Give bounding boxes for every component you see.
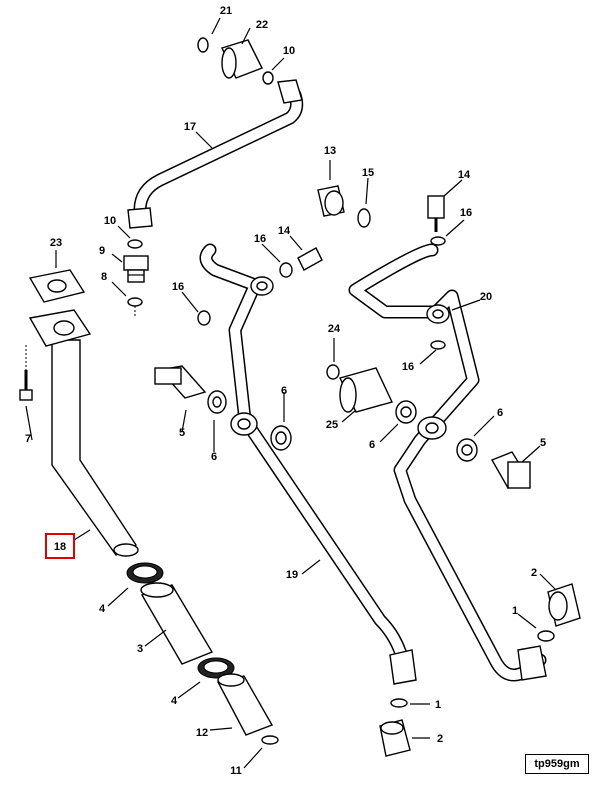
callout-3: 3 <box>137 643 143 655</box>
banjo-upper-19 <box>250 276 274 296</box>
callout-8: 8 <box>101 271 107 283</box>
callout-14-a: 14 <box>278 225 291 237</box>
seal-24 <box>326 364 340 380</box>
callout-22: 22 <box>256 19 268 31</box>
callout-4-lower: 4 <box>171 695 178 707</box>
callout-2-right: 2 <box>531 567 537 579</box>
drain-tube-18 <box>28 309 139 557</box>
adapter-2-a <box>379 719 411 757</box>
oil-supply-line-17 <box>133 88 304 217</box>
seal-21 <box>197 37 209 53</box>
callout-1-right: 1 <box>512 605 518 617</box>
bolt-14-b <box>427 195 445 232</box>
seal-6-d <box>456 438 478 462</box>
callout-16-b: 16 <box>254 233 266 245</box>
callout-25: 25 <box>326 419 338 431</box>
callout-16-d: 16 <box>402 361 414 373</box>
callout-14-b: 14 <box>458 169 471 181</box>
nut-lower-19 <box>389 649 417 685</box>
highlight-box <box>45 533 75 559</box>
fitting-12 <box>216 673 274 736</box>
banjo-lower-20 <box>417 416 447 440</box>
seal-16-c <box>430 236 446 246</box>
callout-24: 24 <box>328 323 341 335</box>
seal-6-c <box>395 400 417 424</box>
callout-10-top: 10 <box>283 45 295 57</box>
clamp-4-upper <box>126 562 164 584</box>
seal-6-b <box>270 425 292 451</box>
callout-11: 11 <box>230 765 242 777</box>
callout-20: 20 <box>480 291 492 303</box>
seal-15 <box>357 208 371 228</box>
fitting-22 <box>221 39 263 79</box>
callout-12: 12 <box>196 727 208 739</box>
seal-1-a <box>390 698 408 708</box>
callout-5-a: 5 <box>179 427 185 439</box>
callout-15: 15 <box>362 167 374 179</box>
banjo-bolt-5-a <box>154 365 207 399</box>
seal-8 <box>127 297 143 318</box>
clamp-4-lower <box>197 657 235 679</box>
hose-3 <box>140 582 214 665</box>
nut-lower-17 <box>127 207 153 229</box>
callout-6-b: 6 <box>281 385 287 397</box>
adapter-9 <box>123 255 149 283</box>
banjo-bolt-5-b <box>490 451 531 489</box>
bolt-7 <box>19 345 33 401</box>
callout-21: 21 <box>220 5 232 17</box>
callout-16-c: 16 <box>460 207 472 219</box>
callout-6-c: 6 <box>369 439 375 451</box>
seal-16-a <box>197 310 211 326</box>
seal-11 <box>261 735 279 745</box>
nut-top <box>277 79 303 104</box>
callout-7: 7 <box>25 433 31 445</box>
adapter-2-b <box>547 583 581 627</box>
callout-10-lower: 10 <box>104 215 116 227</box>
seal-1-b <box>537 630 555 642</box>
diagram-code-label: tp959gm <box>525 754 589 774</box>
callout-16-a: 16 <box>172 281 184 293</box>
seal-16-b <box>279 262 293 278</box>
adapter-25 <box>339 367 393 413</box>
seal-6-a <box>207 390 227 414</box>
banjo-lower-19 <box>230 412 258 436</box>
oil-line-20 <box>348 243 547 682</box>
callout-9: 9 <box>99 245 105 257</box>
callout-19: 19 <box>286 569 298 581</box>
bolt-14-a <box>297 247 323 271</box>
seal-10-top <box>262 71 274 85</box>
banjo-bolt-13 <box>317 185 345 217</box>
callout-23: 23 <box>50 237 62 249</box>
leader-arrows <box>25 17 557 769</box>
callout-1-lower: 1 <box>435 699 441 711</box>
nut-lower-20 <box>517 645 547 681</box>
callout-17: 17 <box>184 121 196 133</box>
callout-5-b: 5 <box>540 437 546 449</box>
callout-4-upper: 4 <box>99 603 106 615</box>
oil-line-19 <box>199 243 412 677</box>
gasket-23 <box>28 269 86 303</box>
seal-10-lower <box>127 239 143 249</box>
banjo-upper-20 <box>426 304 450 324</box>
callout-13: 13 <box>324 145 336 157</box>
callout-6-a: 6 <box>211 451 217 463</box>
callout-2-lower: 2 <box>437 733 443 745</box>
callout-6-d: 6 <box>497 407 503 419</box>
callout-18: 18 <box>54 541 66 553</box>
seal-16-d <box>430 340 446 350</box>
